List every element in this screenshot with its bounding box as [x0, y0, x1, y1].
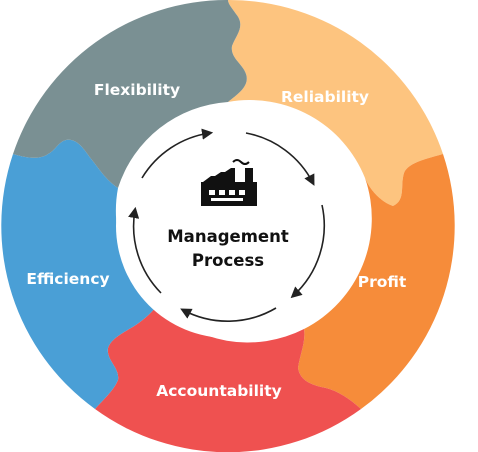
segment-efficiency: [1, 139, 159, 410]
wheel: [1, 0, 455, 452]
label-flexibility: Flexibility: [94, 81, 180, 99]
cycle-arrow-bottom: [180, 307, 277, 322]
cycle-arrow-left: [128, 206, 162, 294]
segment-labels: Flexibility Reliability Efficiency Profi…: [26, 81, 406, 400]
center-title-line1: Management: [167, 227, 289, 246]
cycle-arrow-top-right: [245, 132, 315, 186]
center-hub: [116, 114, 340, 338]
label-accountability: Accountability: [156, 382, 282, 400]
label-reliability: Reliability: [281, 88, 369, 106]
segment-flexibility: [13, 0, 247, 188]
factory-icon: [201, 159, 257, 206]
segment-profit: [298, 154, 455, 409]
center-title-line2: Process: [192, 251, 264, 270]
cycle-arrows: [128, 128, 326, 322]
cycle-arrow-right: [290, 204, 326, 299]
segment-reliability: [228, 0, 443, 206]
label-efficiency: Efficiency: [26, 270, 109, 288]
segment-accountability: [95, 304, 361, 452]
label-profit: Profit: [358, 273, 407, 291]
cycle-arrow-top-left: [141, 128, 214, 179]
